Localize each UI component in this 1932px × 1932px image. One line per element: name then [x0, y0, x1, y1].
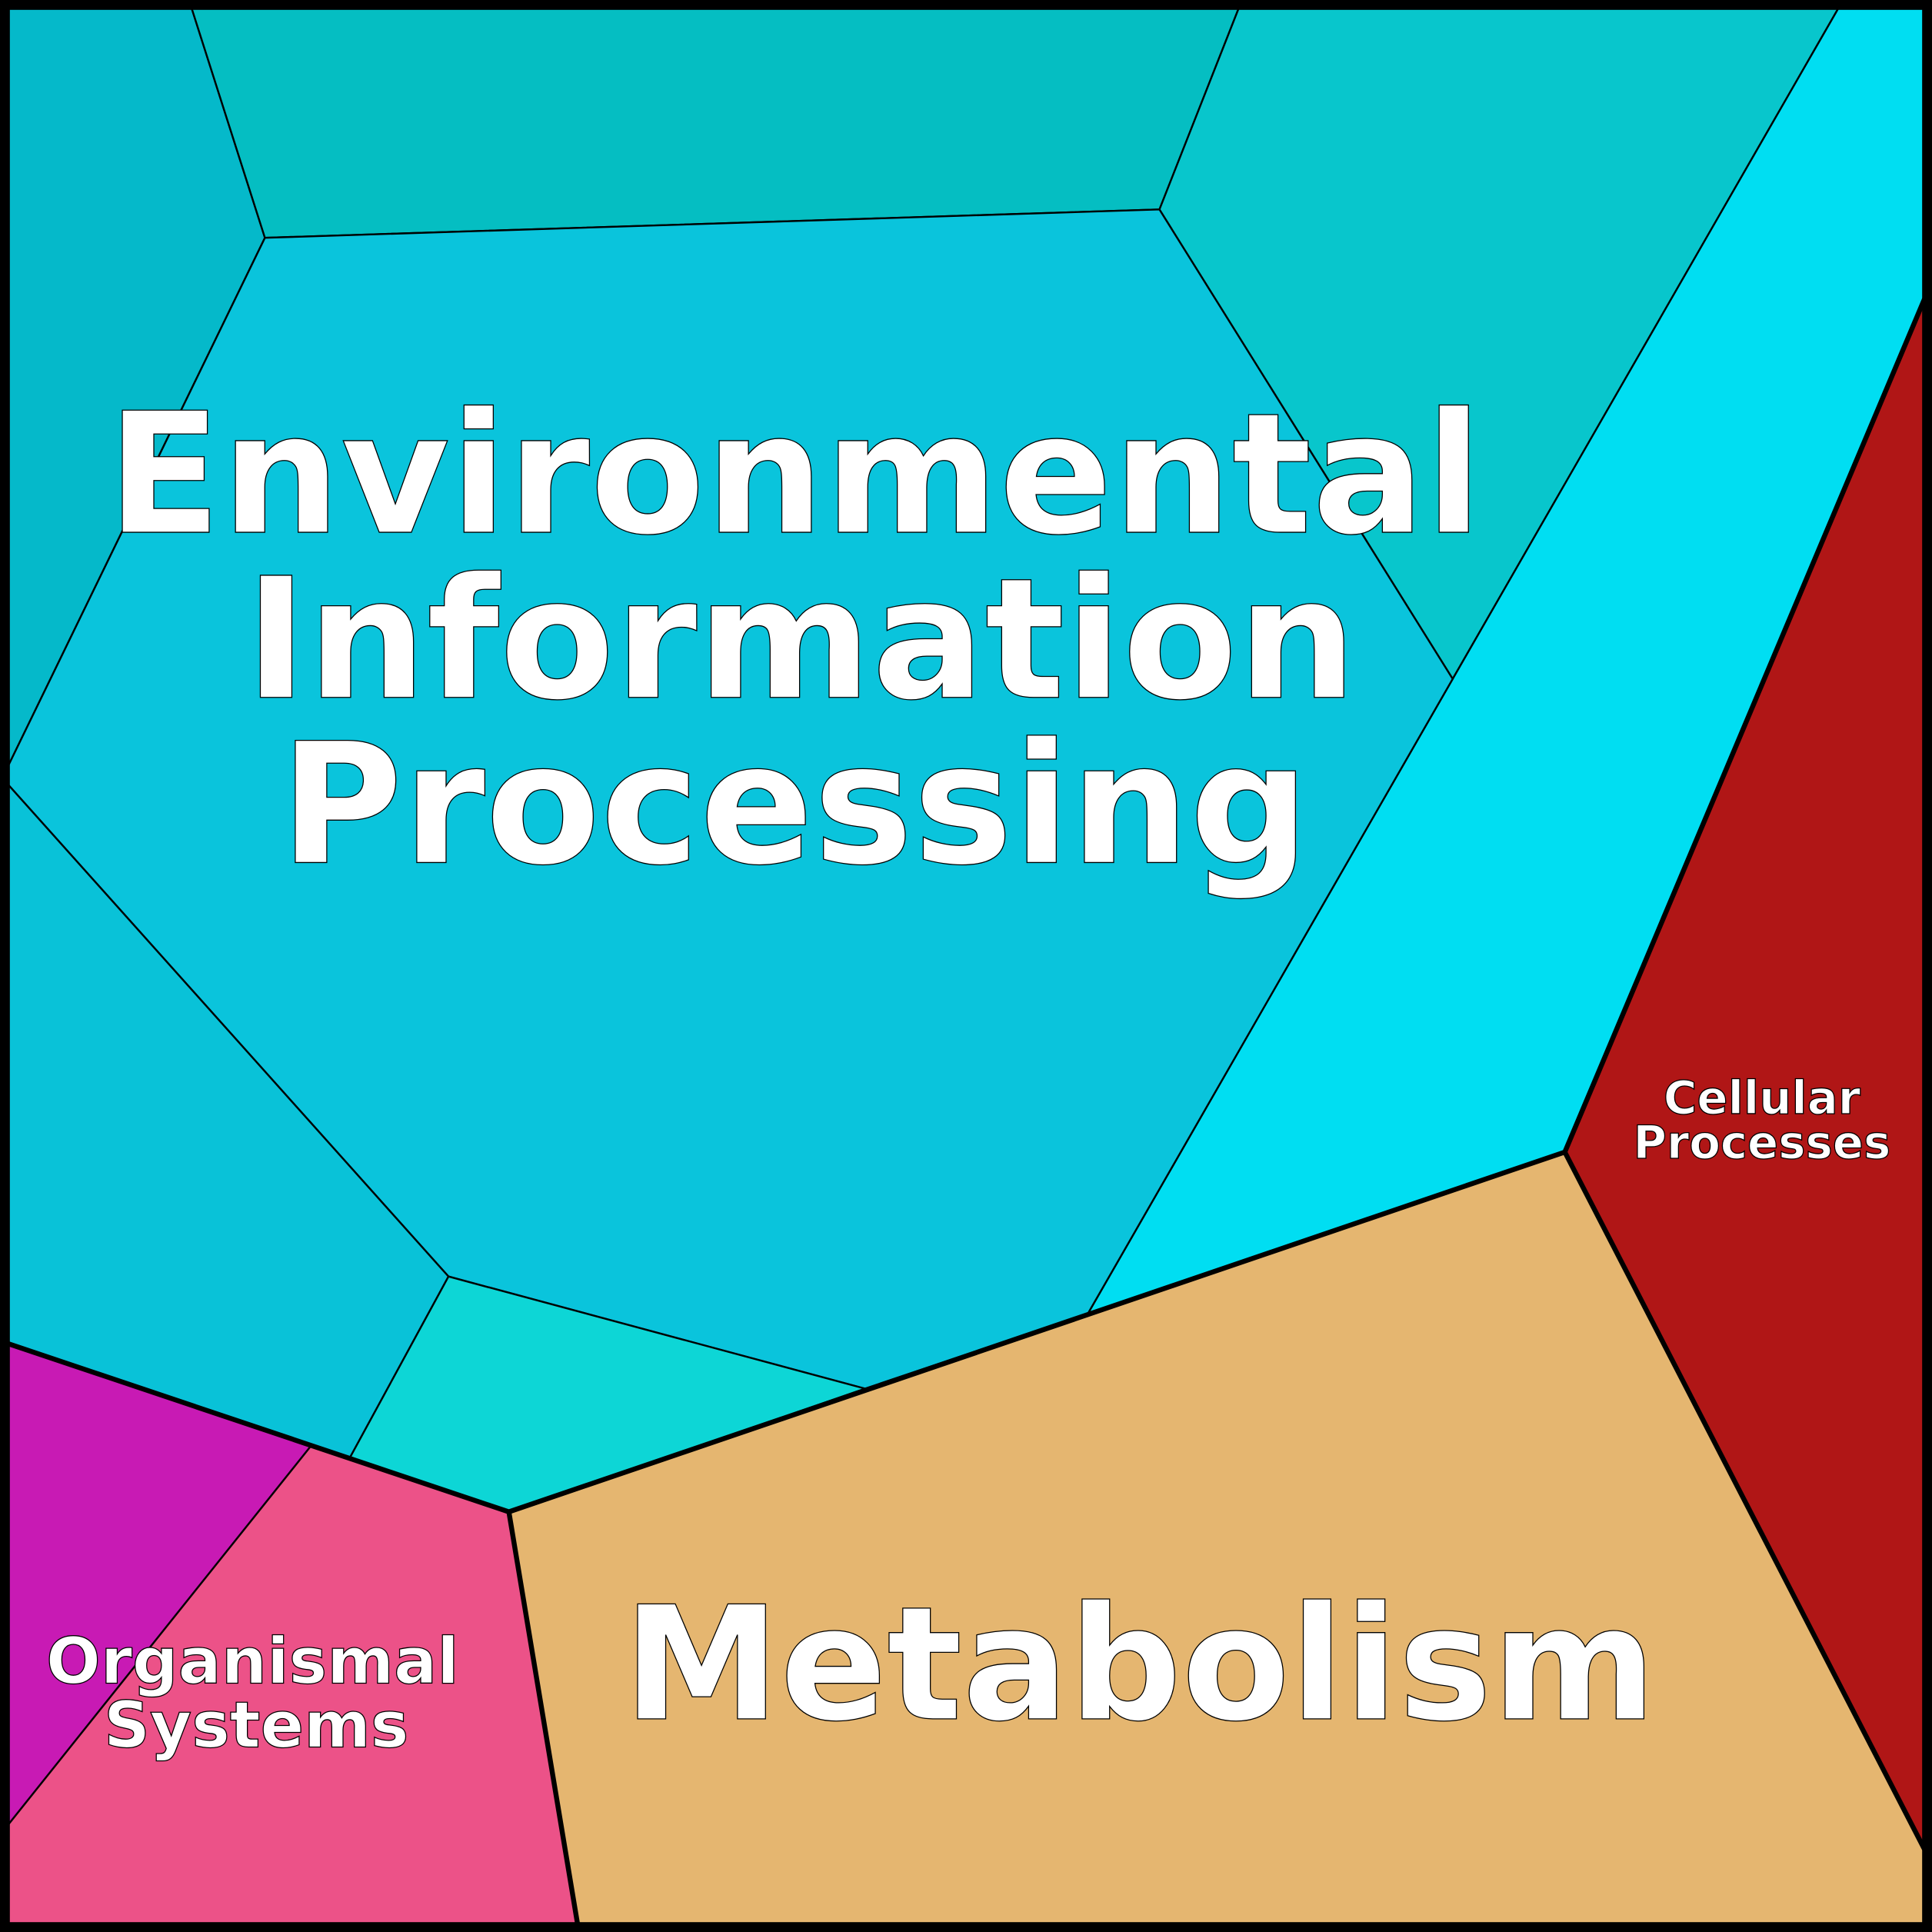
group-boundary-metabolism-left	[506, 1511, 581, 1927]
group-boundary-metabolism-cellular	[1562, 1151, 1928, 1854]
eip-cell-top-middle	[189, 5, 1241, 239]
group-boundary-eip-metabolism	[5, 295, 1928, 1515]
organismal-label-line1: Organismal	[46, 1624, 459, 1698]
eip-label-line1: Environmental	[107, 378, 1483, 572]
eip-label-line3: Processing	[280, 708, 1310, 902]
cellular-label-line2: Processes	[1634, 1116, 1891, 1169]
metabolism-label: Metabolism	[623, 1574, 1656, 1757]
cellular-label-line1: Cellular	[1664, 1071, 1861, 1124]
eip-label-line2: Information	[245, 543, 1357, 738]
organismal-label-line2: Systems	[104, 1688, 409, 1763]
environmental-information-processing-group	[5, 5, 1927, 1513]
